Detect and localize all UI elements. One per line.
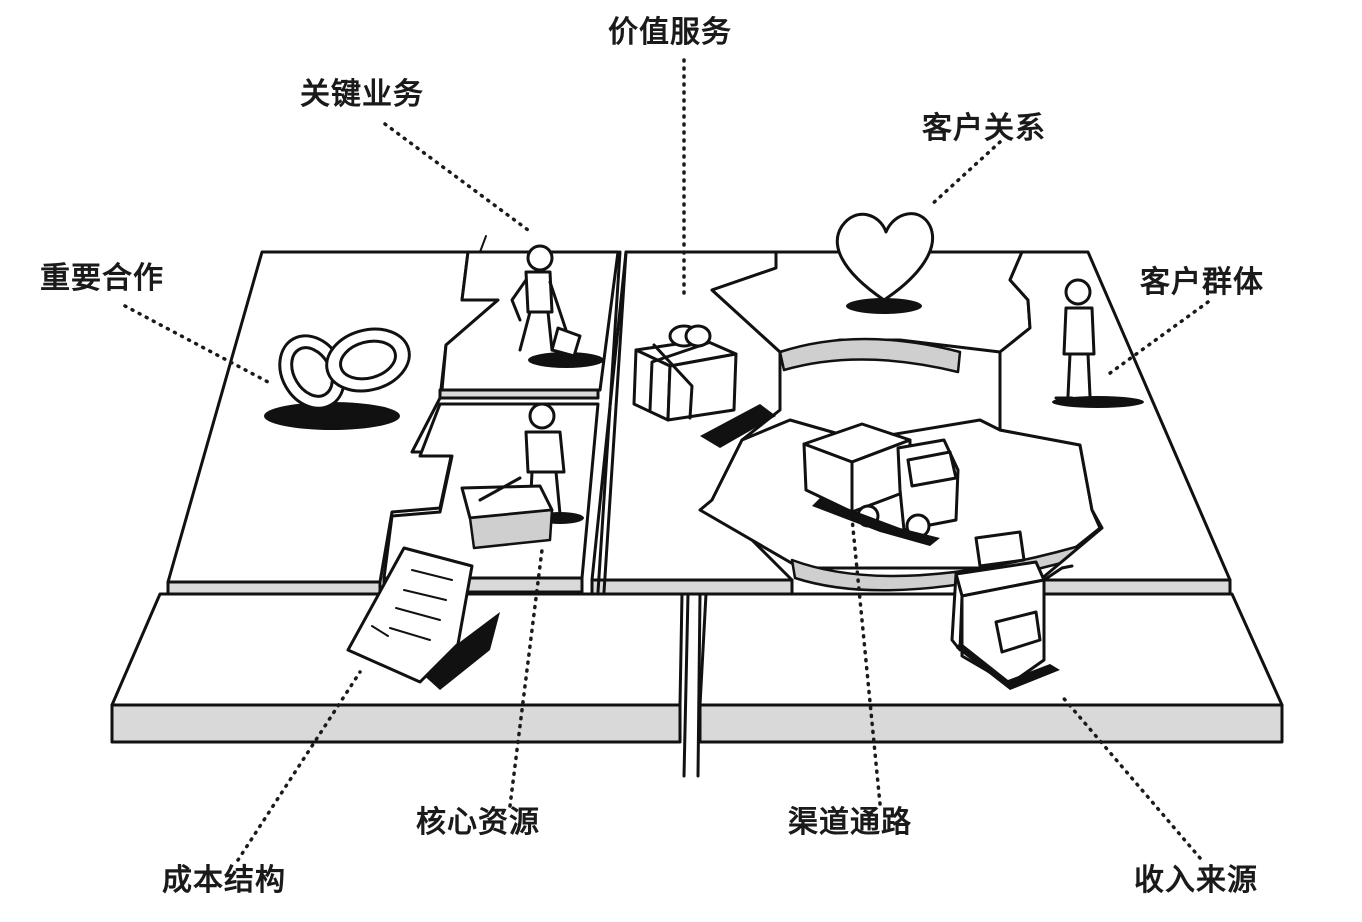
- standing-person-icon: [1052, 278, 1144, 408]
- leader-key-resources: [508, 548, 544, 808]
- cost-structure-panel: [110, 592, 684, 744]
- cash-register-icon: [950, 530, 1074, 690]
- leader-customer-segments: [1104, 300, 1210, 378]
- label-value-propositions: 价值服务: [608, 15, 732, 50]
- leader-cost-structure: [236, 670, 362, 862]
- interlocked-rings-icon: [264, 327, 411, 430]
- label-customer-segments: 客户群体: [1140, 265, 1264, 300]
- label-key-partners: 重要合作: [40, 261, 164, 296]
- label-revenue-streams: 收入来源: [1134, 863, 1258, 898]
- leader-key-partners: [123, 304, 270, 384]
- label-customer-relationships: 客户关系: [922, 111, 1046, 146]
- label-key-resources: 核心资源: [416, 805, 540, 840]
- label-cost-structure: 成本结构: [162, 863, 286, 898]
- leader-key-activities: [383, 122, 530, 232]
- heart-icon: [835, 212, 935, 314]
- gift-box-icon: [632, 324, 776, 448]
- leader-channels: [850, 516, 882, 806]
- label-key-activities: 关键业务: [300, 77, 424, 112]
- invoice-paper-icon: [346, 546, 500, 690]
- leader-customer-relationships: [928, 140, 1002, 208]
- label-channels: 渠道通路: [788, 805, 912, 840]
- person-digging-icon: [510, 244, 604, 368]
- delivery-truck-icon: [802, 422, 960, 546]
- person-with-machine-icon: [460, 402, 584, 550]
